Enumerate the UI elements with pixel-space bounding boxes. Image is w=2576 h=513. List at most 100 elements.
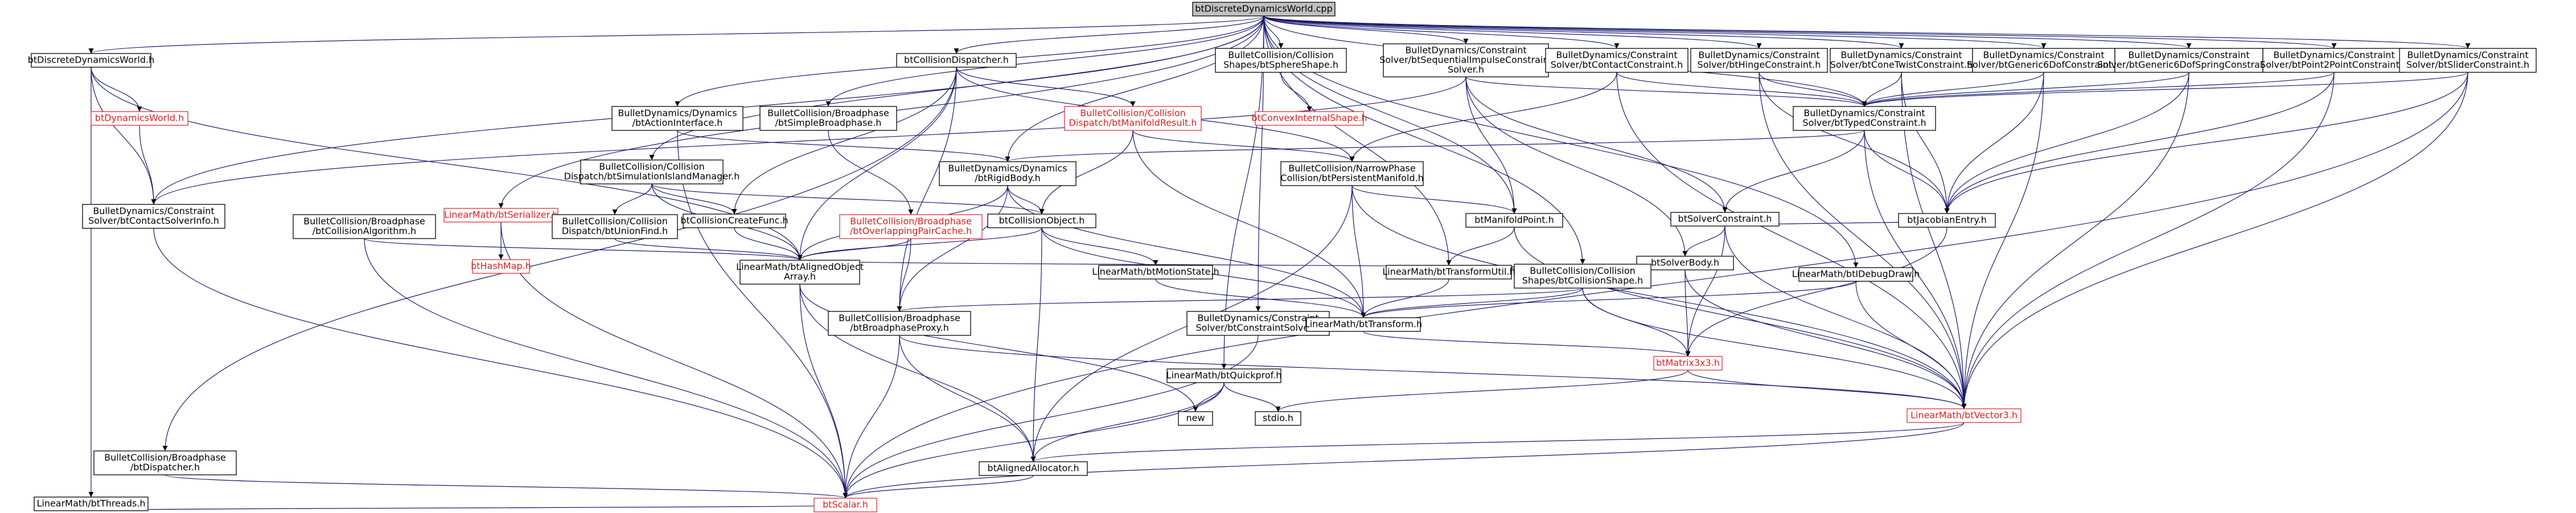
edge-root-to-n22 [649, 15, 1264, 161]
node-btscalar-h[interactable]: btScalar.h [814, 498, 877, 512]
edge-n19-to-n29 [1722, 130, 1865, 213]
node-bulletdynamics-constraintsolver-btcontactsolverinfo-h[interactable]: BulletDynamics/ConstraintSolver/btContac… [82, 204, 225, 229]
node-bulletdynamics-dynamics-btrigidbody-h[interactable]: BulletDynamics/Dynamics/btRigidBody.h [939, 161, 1077, 186]
node-bulletcollision-broadphase-btdispatcher-h[interactable]: BulletCollision/Broadphase/btDispatcher.… [93, 450, 237, 475]
edge-line [153, 228, 848, 499]
edge-line [1862, 72, 2044, 107]
node-box [1798, 267, 1913, 282]
edge-line [1855, 281, 1967, 409]
node-box [1166, 368, 1281, 383]
node-box [1386, 265, 1512, 280]
edge-n37-to-n41 [1361, 288, 1583, 318]
node-box [1178, 411, 1213, 426]
node-label-line: Dispatch/btSimulationIslandManager.h [564, 171, 740, 182]
node-label-line: BulletDynamics/Constraint [1197, 313, 1318, 323]
node-linearmath-btidebugdraw-h[interactable]: LinearMath/btIDebugDraw.h [1792, 267, 1920, 282]
node-new[interactable]: new [1178, 411, 1213, 426]
edge-n22-to-n24 [651, 183, 737, 215]
node-bulletdynamics-constraintsolver-btsequentialimpulseconstraintsolver-h[interactable]: BulletDynamics/ConstraintSolver/btSequen… [1379, 43, 1552, 77]
edge-n43-to-n49 [843, 382, 1225, 499]
edge-n41-to-n42 [1363, 331, 1691, 357]
node-bulletdynamics-constraintsolver-bttypedconstraint-h[interactable]: BulletDynamics/ConstraintSolver/btTypedC… [1793, 106, 1936, 131]
node-bulletdynamics-constraintsolver-btpoint2pointconstraint-h[interactable]: BulletDynamics/ConstraintSolver/btPoint2… [2260, 48, 2408, 73]
node-btsolverconstraint-h[interactable]: btSolverConstraint.h [1670, 212, 1780, 227]
edge-n18-to-n30 [1944, 72, 2468, 214]
node-btdynamicsworld-h[interactable]: btDynamicsWorld.h [91, 111, 188, 126]
node-bulletdynamics-constraintsolver-btconetwistconstraint-h[interactable]: BulletDynamics/ConstraintSolver/btConeTw… [1830, 48, 1973, 73]
node-bulletdynamics-constraintsolver-btconstraintsolver-h[interactable]: BulletDynamics/ConstraintSolver/btConstr… [1186, 311, 1330, 336]
node-box [1098, 265, 1213, 280]
node-bulletcollision-collisiondispatch-btsimulationislandmanager-h[interactable]: BulletCollision/CollisionDispatch/btSimu… [564, 159, 740, 184]
node-bulletcollision-collisiondispatch-btunionfind-h[interactable]: BulletCollision/CollisionDispatch/btUnio… [552, 214, 678, 239]
node-box [1972, 48, 2115, 73]
edge-line [649, 15, 1264, 161]
node-label-line: BulletCollision/NarrowPhase [1288, 163, 1415, 174]
node-bulletdynamics-dynamics-btactioninterface-h[interactable]: BulletDynamics/Dynamics/btActionInterfac… [611, 106, 743, 131]
node-bulletdynamics-constraintsolver-btcontactconstraint-h[interactable]: BulletDynamics/ConstraintSolver/btContac… [1545, 48, 1688, 73]
node-box [1465, 213, 1563, 228]
node-bulletcollision-narrowphasecollision-btpersistentmanifold-h[interactable]: BulletCollision/NarrowPhaseCollision/btP… [1280, 161, 1424, 186]
node-linearmath-bttransformutil-h[interactable]: LinearMath/btTransformUtil.h [1382, 265, 1515, 280]
node-bulletcollision-broadphase-btoverlappingpaircache-h[interactable]: BulletCollision/Broadphase/btOverlapping… [839, 214, 983, 239]
node-btalignedallocator-h[interactable]: btAlignedAllocator.h [979, 461, 1088, 476]
node-btcollisionobject-h[interactable]: btCollisionObject.h [987, 214, 1096, 228]
node-bulletdynamics-constraintsolver-btgeneric6dofconstraint-h[interactable]: BulletDynamics/ConstraintSolver/btGeneri… [1967, 48, 2121, 73]
edge-n5-to-n24 [732, 67, 957, 215]
node-btdiscretedynamicsworld-cpp[interactable]: btDiscreteDynamicsWorld.cpp [1192, 2, 1336, 17]
edge-root-to-n14 [1263, 15, 1904, 49]
node-stdio-h[interactable]: stdio.h [1255, 411, 1301, 426]
node-linearmath-btvector3-h[interactable]: LinearMath/btVector3.h [1907, 408, 2022, 423]
node-linearmath-btmotionstate-h[interactable]: LinearMath/btMotionState.h [1092, 265, 1219, 280]
edge-line [1361, 281, 1856, 318]
edge-n33-to-n34 [364, 238, 803, 261]
node-box [91, 111, 188, 126]
edge-line [1132, 130, 1355, 162]
node-btcollisiondispatcher-h[interactable]: btCollisionDispatcher.h [896, 53, 1017, 68]
node-btmanifoldpoint-h[interactable]: btManifoldPoint.h [1465, 213, 1563, 228]
node-bulletcollision-broadphase-btcollisionalgorithm-h[interactable]: BulletCollision/Broadphase/btCollisionAl… [293, 214, 436, 239]
node-linearmath-btserializer-h[interactable]: LinearMath/btSerializer.h [443, 208, 558, 223]
node-label-line: btManifoldPoint.h [1474, 215, 1554, 225]
node-bulletdynamics-constraintsolver-btsliderconstraint-h[interactable]: BulletDynamics/ConstraintSolver/btSlider… [2399, 48, 2537, 73]
node-btsolverbody-h[interactable]: btSolverBody.h [1636, 256, 1734, 270]
node-linearmath-btthreads-h[interactable]: LinearMath/btThreads.h [34, 496, 149, 511]
node-bthashmap-h[interactable]: btHashMap.h [471, 259, 531, 274]
edge-line [1901, 72, 1967, 409]
node-label-line: btDiscreteDynamicsWorld.h [28, 55, 155, 65]
node-label-line: Dispatch/btUnionFind.h [562, 225, 668, 236]
edge-line [843, 422, 1965, 499]
edge-line [677, 130, 1010, 162]
node-linearmath-bttransform-h[interactable]: LinearMath/btTransform.h [1305, 317, 1422, 332]
node-bulletcollision-broadphase-btsimplebroadphase-h[interactable]: BulletCollision/Broadphase/btSimpleBroad… [759, 106, 897, 131]
edge-line [843, 335, 900, 499]
node-bulletcollision-collisionshapes-btcollisionshape-h[interactable]: BulletCollision/CollisionShapes/btCollis… [1514, 264, 1651, 289]
node-bulletcollision-collisiondispatch-btmanifoldresult-h[interactable]: BulletCollision/CollisionDispatch/btMani… [1064, 106, 1202, 131]
node-btcollisioncreatefunc-h[interactable]: btCollisionCreateFunc.h [680, 214, 788, 228]
edge-line [897, 288, 1583, 312]
edge-line [677, 130, 848, 499]
node-label-line: LinearMath/btTransform.h [1305, 319, 1422, 330]
edge-line [1944, 72, 2335, 214]
node-label-line: btHashMap.h [471, 261, 531, 272]
node-label-line: /btDispatcher.h [130, 462, 200, 473]
edge-line [797, 238, 911, 261]
node-bulletdynamics-constraintsolver-bthingeconstraint-h[interactable]: BulletDynamics/ConstraintSolver/btHingeC… [1690, 48, 1828, 73]
node-label-line: Shapes/btSphereShape.h [1223, 59, 1338, 70]
node-btdiscretedynamicsworld-h[interactable]: btDiscreteDynamicsWorld.h [28, 53, 155, 68]
node-btjacobianentry-h[interactable]: btJacobianEntry.h [1898, 213, 1996, 228]
edge-line [1682, 225, 1725, 257]
edge-n37-to-n46 [1582, 288, 1967, 409]
edge-line [799, 284, 1198, 412]
edge-n28-to-n41 [1351, 185, 1366, 318]
node-btmatrix3x3-h[interactable]: btMatrix3x3.h [1653, 356, 1723, 371]
node-linearmath-btquickprof-h[interactable]: LinearMath/btQuickprof.h [1166, 368, 1282, 383]
node-btconvexinternalshape-h[interactable]: btConvexInternalShape.h [1251, 111, 1367, 126]
node-bulletdynamics-constraintsolver-btgeneric6dofspringconstraint-h[interactable]: BulletDynamics/ConstraintSolver/btGeneri… [2097, 48, 2281, 73]
node-bulletcollision-broadphase-btbroadphaseproxy-h[interactable]: BulletCollision/Broadphase/btBroadphaseP… [828, 311, 971, 336]
node-label-line: new [1186, 413, 1205, 424]
edge-line [956, 67, 1136, 107]
edge-line [1864, 130, 1967, 409]
node-bulletcollision-collisionshapes-btsphereshape-h[interactable]: BulletCollision/CollisionShapes/btSphere… [1215, 48, 1347, 73]
